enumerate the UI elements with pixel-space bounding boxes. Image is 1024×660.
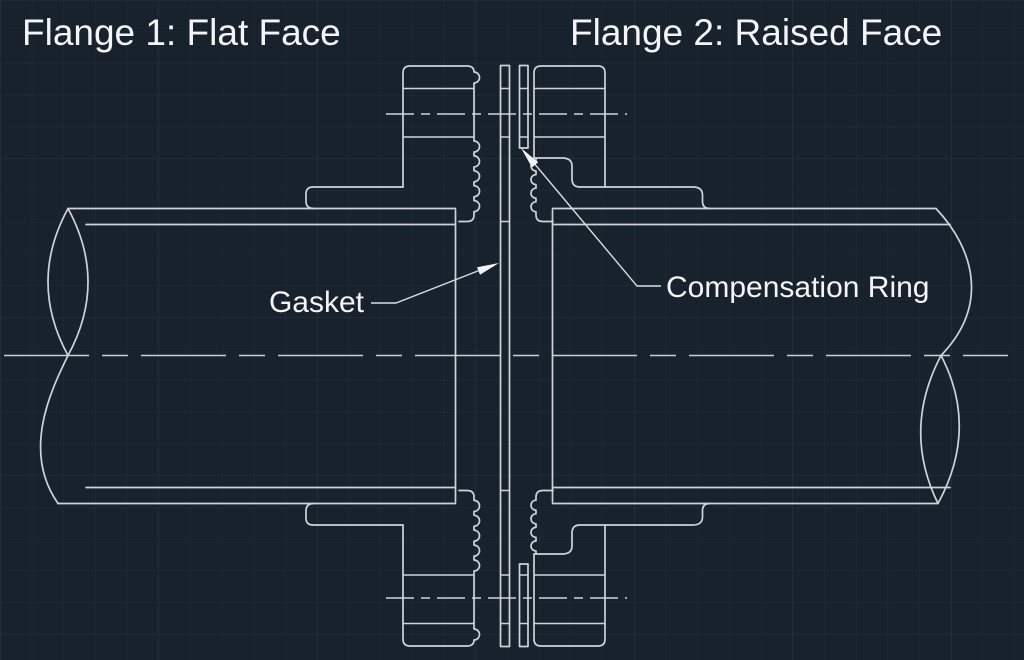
gasket-label: Gasket — [269, 286, 365, 319]
compensation-ring-arrowhead — [521, 148, 539, 168]
pipe-right — [551, 207, 973, 505]
title-flange1: Flange 1: Flat Face — [22, 12, 341, 53]
gasket — [499, 64, 511, 648]
pipe-left-break-symbol — [39, 207, 89, 505]
gasket-callout: Gasket — [269, 263, 499, 319]
compensation-ring-leader-line — [527, 155, 661, 287]
gasket-arrowhead — [477, 263, 499, 275]
compensation-ring-callout: Compensation Ring — [521, 148, 929, 304]
pipe-left — [39, 207, 457, 505]
pipe-right-break-symbol — [919, 207, 973, 505]
gasket-leader-line — [371, 266, 489, 304]
compensation-ring-label: Compensation Ring — [666, 271, 929, 304]
title-flange2: Flange 2: Raised Face — [570, 12, 942, 53]
